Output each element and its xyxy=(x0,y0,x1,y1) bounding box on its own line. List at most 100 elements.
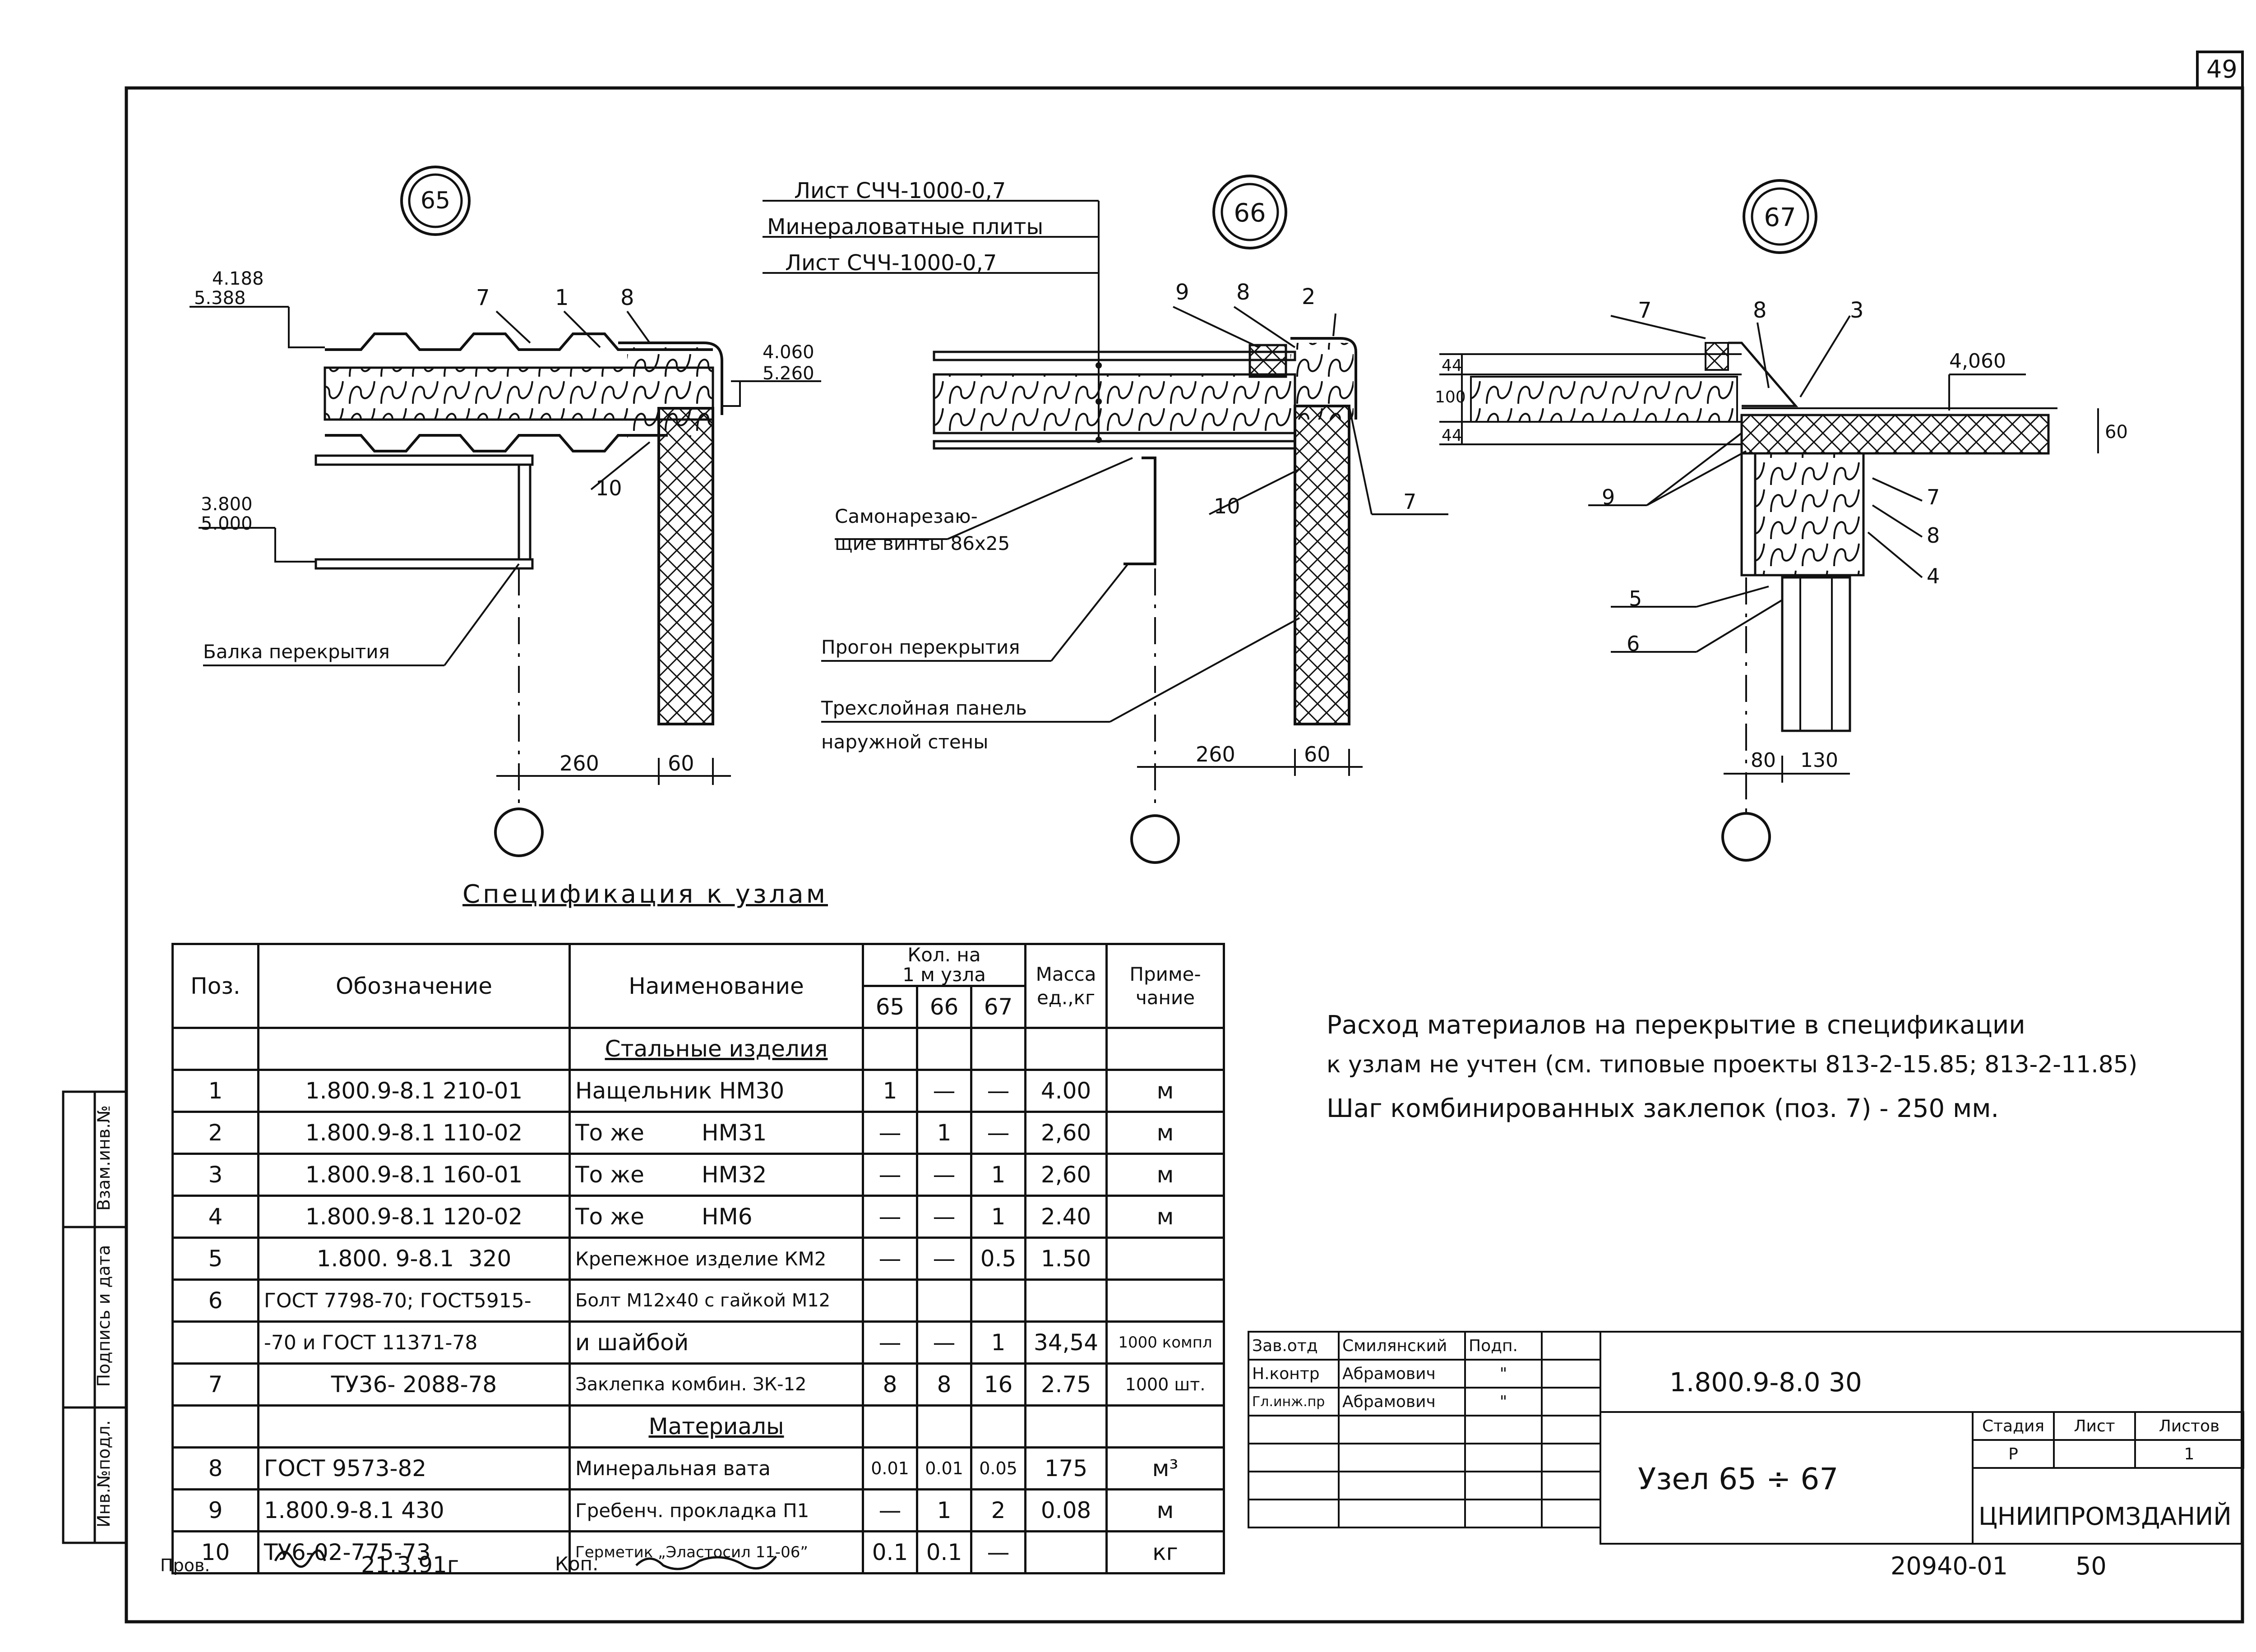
elev-4060: 4,060 xyxy=(1949,350,2006,373)
row-mass: 175 xyxy=(1024,1446,1108,1490)
panel-label-2: наружной стены xyxy=(821,731,989,753)
header-mass-line2: ед.,кг xyxy=(1037,986,1096,1009)
row-mass: 2.40 xyxy=(1024,1195,1108,1239)
row-q67 xyxy=(970,1278,1027,1323)
row-note: м xyxy=(1105,1153,1225,1197)
row-q65: — xyxy=(862,1195,918,1239)
row-mass xyxy=(1024,1278,1108,1323)
elev-5000: 5.000 xyxy=(201,513,253,534)
header-mass: Масса ед.,кг xyxy=(1024,943,1108,1029)
sheets-header: Листов xyxy=(2134,1411,2244,1441)
header-qty: Кол. на 1 м узла xyxy=(861,943,1027,987)
layer-1-label: Лист СЧЧ-1000-0,7 xyxy=(794,178,1006,203)
sheet-border xyxy=(125,86,2244,1624)
row-mass: 2.75 xyxy=(1024,1362,1108,1407)
side-stamp-frame xyxy=(62,1090,128,1544)
row-note: 1000 компл xyxy=(1105,1320,1225,1365)
elev-5260: 5.260 xyxy=(763,363,814,384)
row-note: 1000 шт. xyxy=(1105,1362,1225,1407)
node-67-detail xyxy=(1439,179,2099,862)
dim-44-bottom: 44 xyxy=(1442,426,1462,445)
role-name: Смилянский xyxy=(1338,1331,1466,1361)
node-label-66: 66 xyxy=(1234,198,1266,228)
row-note: кг xyxy=(1105,1530,1225,1574)
table-row: 10 ТУ6-02-775-73 Герметик „Эластосил 11-… xyxy=(171,1530,1225,1574)
row-pos: 5 xyxy=(171,1237,259,1281)
pos-10: 10 xyxy=(1214,494,1240,518)
row-q65: — xyxy=(862,1153,918,1197)
role: Зав.отд xyxy=(1248,1331,1340,1361)
row-designation: 1.800.9-8.1 120-02 xyxy=(257,1195,571,1239)
row-note: м xyxy=(1105,1195,1225,1239)
stage-table: Стадия Лист Листов Р 1 xyxy=(1972,1411,2244,1469)
row-q67: 16 xyxy=(970,1362,1027,1407)
row-note: м³ xyxy=(1105,1446,1225,1490)
header-qty-line2: 1 м узла xyxy=(902,964,986,986)
doc-code: 1.800.9-8.0 30 xyxy=(1669,1367,1862,1398)
role: Н.контр xyxy=(1248,1359,1340,1389)
pos-7: 7 xyxy=(1638,298,1652,323)
row-designation: ТУ6-02-775-73 xyxy=(257,1530,571,1574)
role-name: Абрамович xyxy=(1338,1387,1466,1417)
node-title: Узел 65 ÷ 67 xyxy=(1638,1462,1839,1496)
row-q66: 1 xyxy=(916,1488,972,1532)
dim-100: 100 xyxy=(1435,388,1466,406)
section-steel: Стальные изделия xyxy=(569,1027,864,1071)
row-name: То же НМ6 xyxy=(569,1195,864,1239)
pos-5: 5 xyxy=(1629,586,1642,611)
role-sign: " xyxy=(1464,1387,1543,1417)
row-designation: 1.800.9-8.1 430 xyxy=(257,1488,571,1532)
pos-8: 8 xyxy=(1927,523,1940,548)
header-designation: Обозначение xyxy=(257,943,571,1029)
role-sign: " xyxy=(1464,1359,1543,1389)
purlin-label: Прогон перекрытия xyxy=(821,636,1020,658)
header-note-line1: Приме- xyxy=(1129,963,1201,985)
header-note-line2: чание xyxy=(1135,986,1195,1009)
header-name: Наименование xyxy=(569,943,864,1029)
row-designation: 1.800.9-8.1 110-02 xyxy=(257,1111,571,1155)
row-mass: 2,60 xyxy=(1024,1153,1108,1197)
row-note xyxy=(1105,1237,1225,1281)
elev-5388: 5.388 xyxy=(194,288,246,309)
pos-2: 2 xyxy=(1302,284,1316,309)
pos-3: 3 xyxy=(1850,298,1864,323)
row-mass: 2,60 xyxy=(1024,1111,1108,1155)
pos-9: 9 xyxy=(1602,485,1615,509)
node-65-detail xyxy=(190,166,821,857)
node-label-67: 67 xyxy=(1764,203,1796,232)
row-q67: 1 xyxy=(970,1153,1027,1197)
header-q65: 65 xyxy=(862,985,918,1029)
row-pos xyxy=(171,1320,259,1365)
elev-4188: 4.188 xyxy=(212,268,264,289)
row-q66: — xyxy=(916,1237,972,1281)
role-name: Абрамович xyxy=(1338,1359,1466,1389)
section-materials: Материалы xyxy=(569,1404,864,1449)
pos-7: 7 xyxy=(1403,489,1417,514)
row-q65: — xyxy=(862,1320,918,1365)
row-q66: 0.01 xyxy=(916,1446,972,1490)
row-designation: -70 и ГОСТ 11371-78 xyxy=(257,1320,571,1365)
row-pos: 4 xyxy=(171,1195,259,1239)
pos-6: 6 xyxy=(1627,632,1640,656)
pos-9: 9 xyxy=(1175,280,1189,305)
row-q65: — xyxy=(862,1111,918,1155)
pos-8: 8 xyxy=(620,285,634,310)
row-q65: — xyxy=(862,1488,918,1532)
pos-7: 7 xyxy=(1927,485,1940,509)
row-mass xyxy=(1024,1530,1108,1574)
row-q65: 0.01 xyxy=(862,1446,918,1490)
pos-8: 8 xyxy=(1236,280,1250,305)
row-q67: 1 xyxy=(970,1320,1027,1365)
row-q66: 0.1 xyxy=(916,1530,972,1574)
row-q66 xyxy=(916,1278,972,1323)
table-row: 8 ГОСТ 9573-82 Минеральная вата 0.01 0.0… xyxy=(171,1446,1225,1490)
sheet-value xyxy=(2053,1439,2136,1469)
row-name: Заклепка комбин. ЗК-12 xyxy=(569,1362,864,1407)
row-q65: — xyxy=(862,1237,918,1281)
row-q66: — xyxy=(916,1320,972,1365)
table-row: 5 1.800. 9-8.1 320 Крепежное изделие КМ2… xyxy=(171,1237,1225,1281)
row-designation: 1.800. 9-8.1 320 xyxy=(257,1237,571,1281)
row-pos: 8 xyxy=(171,1446,259,1490)
row-q67: — xyxy=(970,1530,1027,1574)
row-note: м xyxy=(1105,1069,1225,1113)
